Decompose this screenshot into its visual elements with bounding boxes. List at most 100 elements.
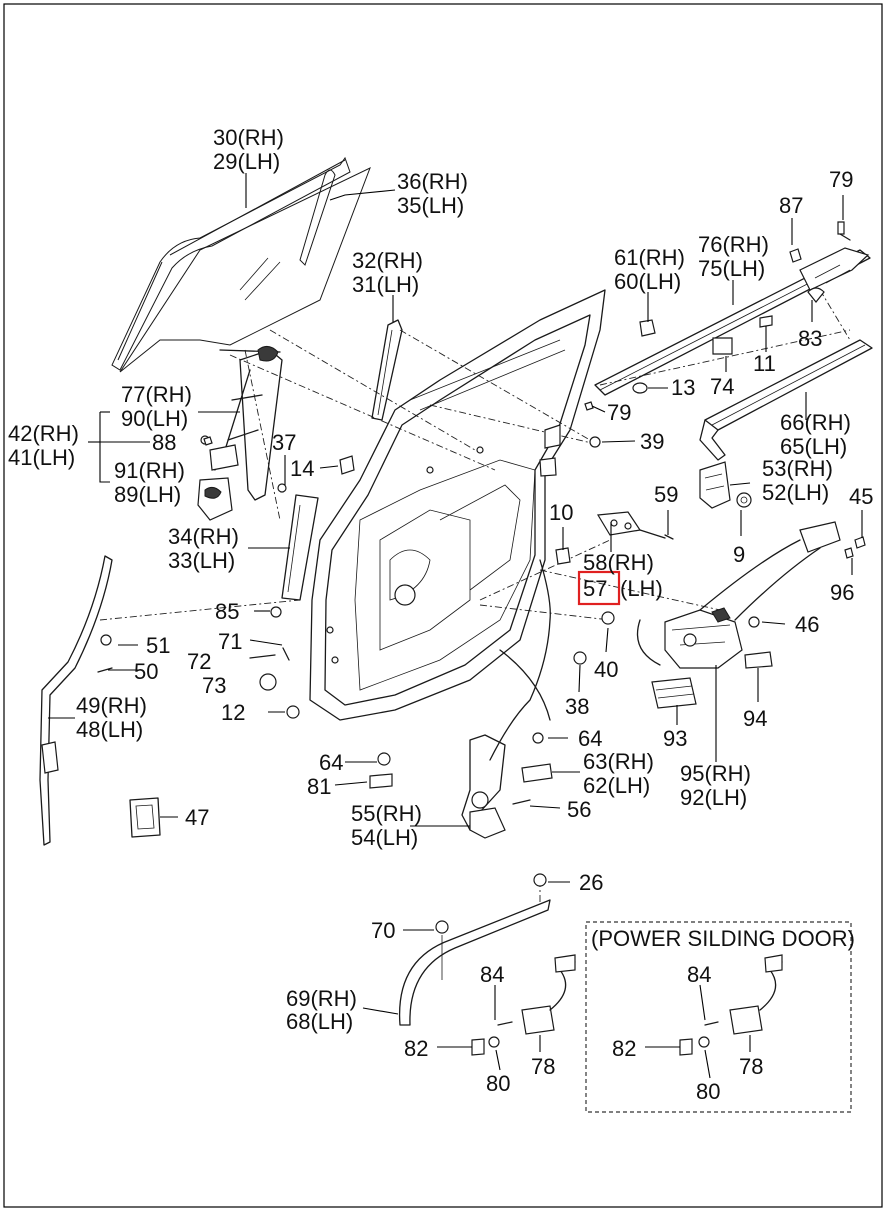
callout-89[interactable]: 89(LH) — [114, 482, 181, 507]
callout-26[interactable]: 26 — [579, 870, 603, 895]
callout-32[interactable]: 32(RH) — [352, 248, 423, 273]
callout-71[interactable]: 71 — [218, 629, 242, 654]
callout-64-left[interactable]: 64 — [319, 750, 343, 775]
callout-78-inset[interactable]: 78 — [739, 1054, 763, 1079]
callout-11[interactable]: 11 — [753, 351, 776, 376]
callout-63[interactable]: 63(RH) — [583, 749, 654, 774]
highlight-box — [577, 570, 621, 606]
rear-latch-actuator — [636, 521, 841, 709]
callout-49[interactable]: 49(RH) — [76, 693, 147, 718]
callout-53[interactable]: 53(RH) — [762, 456, 833, 481]
callout-69[interactable]: 69(RH) — [286, 986, 357, 1011]
callout-90[interactable]: 90(LH) — [121, 406, 188, 431]
callout-61[interactable]: 61(RH) — [614, 245, 685, 270]
callout-82-inset[interactable]: 82 — [612, 1036, 636, 1061]
callout-30[interactable]: 30(RH) — [213, 125, 284, 150]
fasteners — [203, 221, 866, 805]
callout-84-main[interactable]: 84 — [480, 962, 504, 987]
callout-70[interactable]: 70 — [371, 918, 395, 943]
lower-latch — [461, 559, 551, 839]
callout-60[interactable]: 60(LH) — [614, 269, 681, 294]
callout-79-mid[interactable]: 79 — [607, 400, 631, 425]
callout-57-lh[interactable]: (LH) — [620, 576, 663, 601]
callout-40[interactable]: 40 — [594, 657, 618, 682]
front-seal — [39, 555, 113, 846]
callout-65[interactable]: 65(LH) — [780, 434, 847, 459]
run-channel-rear — [371, 319, 403, 421]
callout-94[interactable]: 94 — [743, 706, 767, 731]
callout-73[interactable]: 73 — [202, 673, 226, 698]
callout-48[interactable]: 48(LH) — [76, 717, 143, 742]
callout-10[interactable]: 10 — [549, 500, 573, 525]
callout-91[interactable]: 91(RH) — [114, 458, 185, 483]
callout-62[interactable]: 62(LH) — [583, 773, 650, 798]
callout-54[interactable]: 54(LH) — [351, 825, 418, 850]
callout-75[interactable]: 75(LH) — [698, 256, 765, 281]
callout-80-inset[interactable]: 80 — [696, 1079, 720, 1104]
callout-64-right[interactable]: 64 — [578, 726, 602, 751]
upper-rail — [594, 247, 871, 396]
callout-88[interactable]: 88 — [152, 430, 176, 455]
center-rail — [699, 339, 873, 461]
pad-47 — [129, 797, 161, 838]
door-switch-inset — [679, 954, 783, 1056]
callout-68[interactable]: 68(LH) — [286, 1009, 353, 1034]
callout-47[interactable]: 47 — [185, 805, 209, 830]
callout-95[interactable]: 95(RH) — [680, 761, 751, 786]
inset-title: (POWER SILDING DOOR) — [591, 926, 855, 951]
callout-84-inset[interactable]: 84 — [687, 962, 711, 987]
callout-76[interactable]: 76(RH) — [698, 232, 769, 257]
callout-33[interactable]: 33(LH) — [168, 548, 235, 573]
door-inner-panel — [309, 289, 606, 721]
callout-36[interactable]: 36(RH) — [397, 169, 468, 194]
callout-45[interactable]: 45 — [849, 484, 873, 509]
lower-rail — [398, 873, 551, 1026]
callout-56[interactable]: 56 — [567, 797, 591, 822]
callout-58[interactable]: 58(RH) — [583, 550, 654, 575]
roller-assembly — [699, 461, 752, 509]
door-glass — [111, 156, 371, 373]
callout-59[interactable]: 59 — [654, 482, 678, 507]
window-regulator — [197, 346, 283, 521]
callout-38[interactable]: 38 — [565, 694, 589, 719]
power-sliding-door-inset — [585, 921, 852, 1113]
callout-81[interactable]: 81 — [307, 774, 331, 799]
callout-37[interactable]: 37 — [272, 430, 296, 455]
callout-77[interactable]: 77(RH) — [121, 382, 192, 407]
callout-51[interactable]: 51 — [146, 633, 170, 658]
callout-87[interactable]: 87 — [779, 193, 803, 218]
callout-78-main[interactable]: 78 — [531, 1054, 555, 1079]
callout-9[interactable]: 9 — [733, 542, 745, 567]
callout-46[interactable]: 46 — [795, 612, 819, 637]
callout-35[interactable]: 35(LH) — [397, 193, 464, 218]
callout-52[interactable]: 52(LH) — [762, 480, 829, 505]
callout-57[interactable]: 57 — [583, 576, 607, 601]
callout-92[interactable]: 92(LH) — [680, 785, 747, 810]
callout-12[interactable]: 12 — [221, 700, 245, 725]
callout-83[interactable]: 83 — [798, 326, 822, 351]
callout-72[interactable]: 72 — [187, 649, 211, 674]
callout-93[interactable]: 93 — [663, 726, 687, 751]
callout-13[interactable]: 13 — [671, 375, 695, 400]
callout-82-main[interactable]: 82 — [404, 1036, 428, 1061]
door-switch-main — [471, 954, 576, 1056]
callout-14[interactable]: 14 — [290, 456, 314, 481]
callout-labels: 30(RH) 29(LH) 36(RH) 35(LH) 32(RH) 31(LH… — [8, 125, 873, 1104]
callout-31[interactable]: 31(LH) — [352, 272, 419, 297]
callout-39[interactable]: 39 — [640, 429, 664, 454]
callout-55[interactable]: 55(RH) — [351, 801, 422, 826]
callout-41[interactable]: 41(LH) — [8, 445, 75, 470]
callout-96[interactable]: 96 — [830, 580, 854, 605]
callout-42[interactable]: 42(RH) — [8, 421, 79, 446]
callout-29[interactable]: 29(LH) — [213, 149, 280, 174]
callout-74[interactable]: 74 — [710, 374, 734, 399]
assembly-lines — [99, 289, 851, 905]
callout-50[interactable]: 50 — [134, 659, 158, 684]
leader-lines — [48, 173, 863, 1079]
callout-34[interactable]: 34(RH) — [168, 524, 239, 549]
callout-79-top[interactable]: 79 — [829, 167, 853, 192]
callout-80-main[interactable]: 80 — [486, 1071, 510, 1096]
callout-66[interactable]: 66(RH) — [780, 410, 851, 435]
callout-85[interactable]: 85 — [215, 599, 239, 624]
